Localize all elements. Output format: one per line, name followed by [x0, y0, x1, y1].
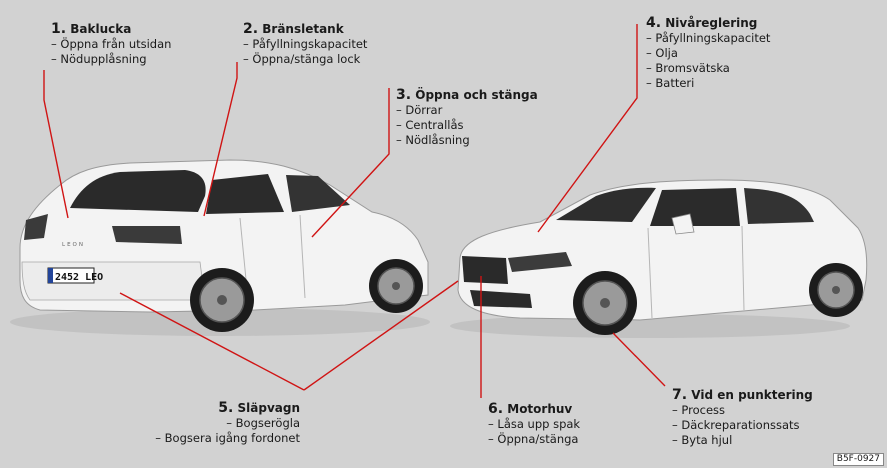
callout-heading: 6. Motorhuv — [488, 401, 573, 417]
callout-1: 1. Baklucka – Öppna från utsidan – Nödup… — [51, 22, 171, 67]
callout-item: – Påfyllningskapacitet — [646, 31, 771, 45]
callout-item: – Påfyllningskapacitet — [243, 37, 368, 51]
callout-item: – Olja — [646, 46, 678, 60]
callout-3: 3. Öppna och stänga – Dörrar – Centrallå… — [396, 88, 538, 148]
callout-item: – Bogsera igång fordonet — [155, 431, 300, 445]
callout-5: 5. Släpvagn – Bogserögla – Bogsera igång… — [155, 401, 300, 446]
callout-item: – Däckreparationssats — [672, 418, 800, 432]
leader-line-2 — [203, 62, 238, 217]
callout-heading: 1. Baklucka — [51, 21, 132, 37]
rear-badge-text: LEON — [62, 242, 85, 248]
callout-item: – Batteri — [646, 76, 695, 90]
callout-item: – Öppna/stänga lock — [243, 52, 361, 66]
callout-item: – Bogserögla — [226, 416, 300, 430]
callout-heading: 2. Bränsletank — [243, 21, 344, 37]
callout-item: – Låsa upp spak — [488, 417, 581, 431]
front-car — [450, 179, 868, 338]
leader-lines — [43, 24, 666, 398]
callout-item: – Öppna från utsidan — [51, 37, 172, 51]
leader-line-4 — [537, 24, 638, 233]
callout-heading: 7. Vid en punktering — [672, 387, 813, 403]
callout-item: – Dörrar — [396, 103, 443, 117]
leader-line-5b — [303, 280, 459, 391]
leader-line-3 — [311, 88, 390, 238]
callout-item: – Bromsvätska — [646, 61, 730, 75]
leader-line-7 — [612, 332, 666, 387]
callout-item: – Process — [672, 403, 726, 417]
callout-item: – Byta hjul — [672, 433, 733, 447]
callout-heading: 3. Öppna och stänga — [396, 87, 538, 103]
callout-7: 7. Vid en punktering – Process – Däckrep… — [672, 388, 813, 448]
leader-line-1 — [43, 70, 69, 219]
callout-item: – Nödlåsning — [396, 133, 470, 147]
callout-heading: 4. Nivåreglering — [646, 15, 758, 31]
rear-plate-text: 2452 LEO — [55, 272, 103, 283]
callout-item: – Öppna/stänga — [488, 432, 579, 446]
leader-line-5a — [119, 292, 305, 391]
callout-item: – Centrallås — [396, 118, 464, 132]
callout-6: 6. Motorhuv – Låsa upp spak – Öppna/stän… — [488, 402, 580, 447]
callout-heading: 5. Släpvagn — [218, 400, 300, 416]
callout-item: – Nödupplåsning — [51, 52, 147, 66]
callout-4: 4. Nivåreglering – Påfyllningskapacitet … — [646, 16, 770, 91]
figure-code: B5F-0927 — [832, 453, 884, 466]
rear-car — [10, 159, 430, 336]
callout-2: 2. Bränsletank – Påfyllningskapacitet – … — [243, 22, 367, 67]
